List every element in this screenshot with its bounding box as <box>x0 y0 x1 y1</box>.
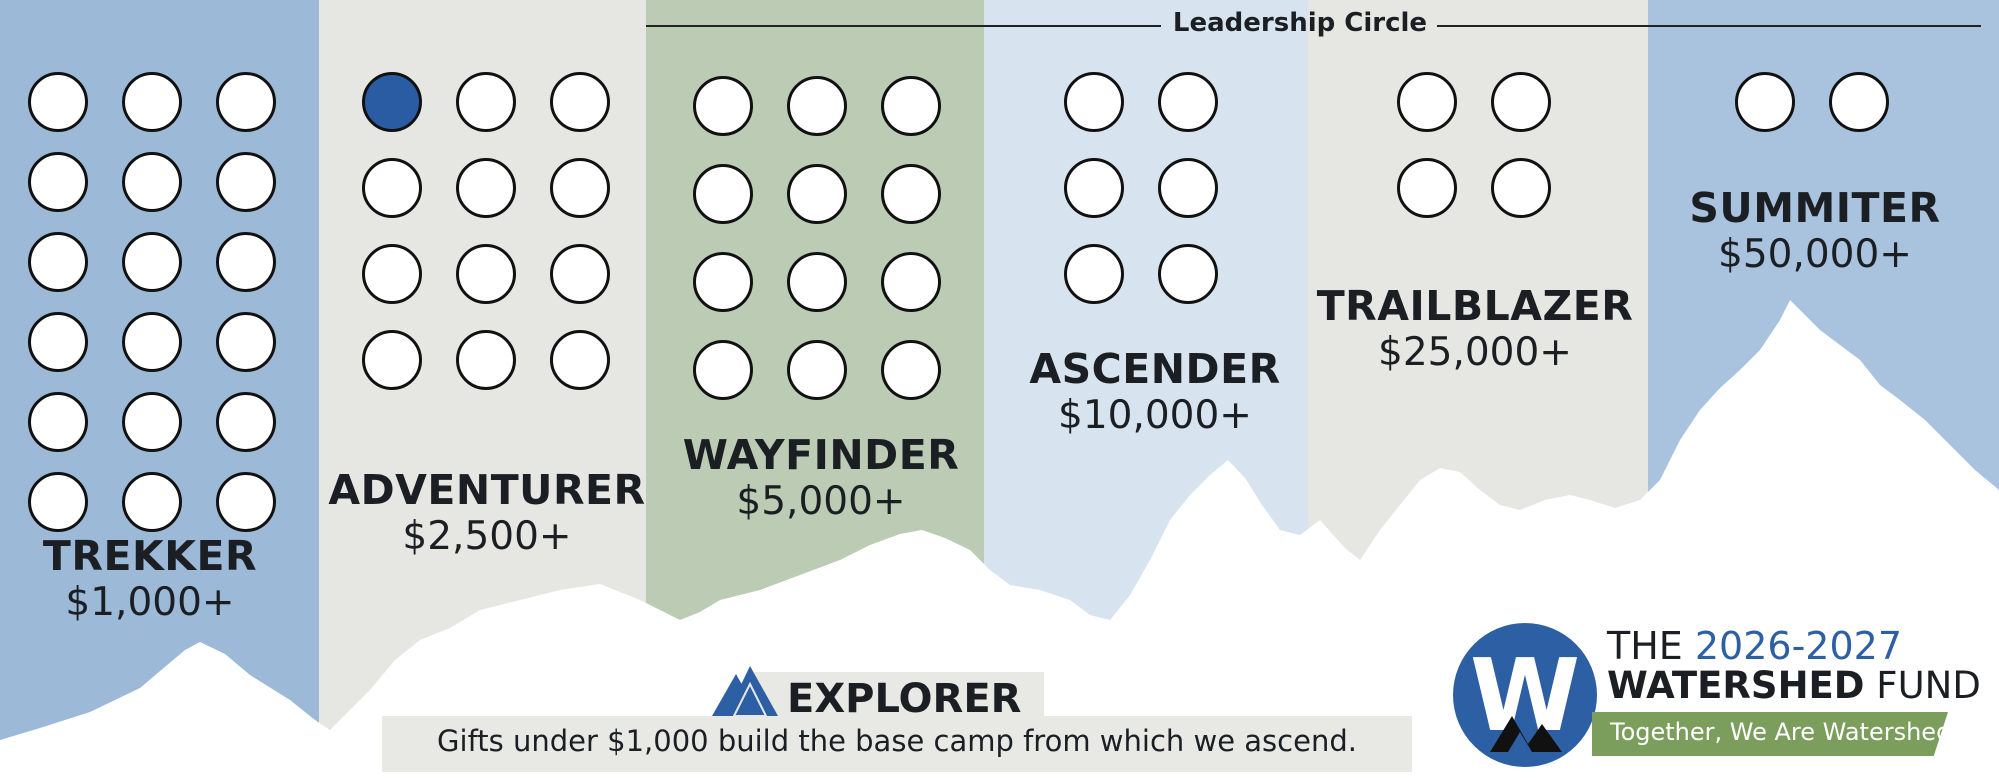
tier-name: TREKKER <box>42 532 258 580</box>
donor-spot-filled <box>362 72 422 132</box>
donor-spot <box>456 244 516 304</box>
tier-amount: $5,000+ <box>736 479 906 524</box>
watershed-logo-icon: W <box>1453 623 1597 767</box>
leadership-divider-left <box>646 25 1161 27</box>
fund-title-line1: THE 2026-2027 <box>1607 624 1902 668</box>
donor-spot <box>1158 244 1218 304</box>
donor-spot <box>28 72 88 132</box>
fund-watershed: WATERSHED <box>1607 664 1865 707</box>
tier-name: ADVENTURER <box>328 466 646 514</box>
fund-prefix: THE <box>1607 624 1695 668</box>
donor-spot <box>362 244 422 304</box>
donor-spot <box>216 312 276 372</box>
donor-spot <box>28 392 88 452</box>
donor-spot <box>216 152 276 212</box>
tier-trekker: TREKKER $1,000+ <box>0 532 315 626</box>
tier-name: ASCENDER <box>1029 345 1281 393</box>
tier-amount: $25,000+ <box>1378 330 1572 375</box>
donor-spot <box>362 158 422 218</box>
tier-summiter: SUMMITER $50,000+ <box>1650 184 1980 278</box>
donor-spot <box>1397 72 1457 132</box>
tagline: Together, We Are Watershed <box>1610 718 1952 746</box>
donor-spot <box>122 232 182 292</box>
donor-spot <box>216 72 276 132</box>
donor-spot <box>787 340 847 400</box>
tier-name: TRAILBLAZER <box>1316 282 1634 330</box>
donor-spot <box>122 72 182 132</box>
donor-spot <box>693 76 753 136</box>
fund-word: FUND <box>1864 664 1981 707</box>
tier-amount: $1,000+ <box>65 580 235 625</box>
donor-spot <box>122 392 182 452</box>
tier-wayfinder: WAYFINDER $5,000+ <box>656 431 986 525</box>
tier-amount: $50,000+ <box>1718 232 1912 277</box>
donor-spot <box>1158 72 1218 132</box>
tier-trailblazer: TRAILBLAZER $25,000+ <box>1310 282 1640 376</box>
donor-spot <box>28 232 88 292</box>
donor-spot <box>787 164 847 224</box>
donor-spot <box>456 330 516 390</box>
donor-spot <box>550 330 610 390</box>
donor-spot <box>28 312 88 372</box>
fund-title-line2: WATERSHED FUND <box>1607 664 1981 707</box>
donor-spot <box>362 330 422 390</box>
tagline-box <box>1592 712 1948 756</box>
donor-spot <box>1158 158 1218 218</box>
donor-spot <box>881 164 941 224</box>
donor-spot <box>216 232 276 292</box>
explorer-title: EXPLORER <box>787 676 1022 722</box>
donor-spot <box>216 392 276 452</box>
tier-amount: $10,000+ <box>1058 393 1252 438</box>
donor-spot <box>1735 72 1795 132</box>
donor-spot <box>550 72 610 132</box>
leadership-circle-label: Leadership Circle <box>1172 8 1428 38</box>
donor-spot <box>693 340 753 400</box>
donor-spot <box>1491 158 1551 218</box>
donor-spot <box>693 252 753 312</box>
tier-name: WAYFINDER <box>682 431 960 479</box>
tier-ascender: ASCENDER $10,000+ <box>990 345 1320 439</box>
donor-spot <box>550 158 610 218</box>
tier-adventurer: ADVENTURER $2,500+ <box>322 466 652 560</box>
donor-spot <box>122 472 182 532</box>
tier-name: SUMMITER <box>1689 184 1941 232</box>
tier-amount: $2,500+ <box>402 514 572 559</box>
donor-spot <box>787 76 847 136</box>
donor-spot <box>1829 72 1889 132</box>
donor-spot <box>1397 158 1457 218</box>
donor-spot <box>881 340 941 400</box>
donor-spot <box>881 252 941 312</box>
donor-spot <box>787 252 847 312</box>
donor-spot <box>122 312 182 372</box>
donor-spot <box>1064 158 1124 218</box>
donor-spot <box>28 472 88 532</box>
donor-spot <box>122 152 182 212</box>
donor-spot <box>28 152 88 212</box>
fund-years: 2026-2027 <box>1694 624 1903 668</box>
donor-spot <box>693 164 753 224</box>
explorer-note: Gifts under $1,000 build the base camp f… <box>437 724 1357 758</box>
mountain-icon <box>712 666 778 716</box>
donor-spot <box>881 76 941 136</box>
donor-spot <box>1064 244 1124 304</box>
donor-spot <box>456 158 516 218</box>
donor-spot <box>456 72 516 132</box>
donor-spot <box>216 472 276 532</box>
donor-spot <box>550 244 610 304</box>
donor-spot <box>1064 72 1124 132</box>
logo-letter: W <box>1470 637 1580 754</box>
explorer-note-box <box>382 716 1412 772</box>
donor-spot <box>1491 72 1551 132</box>
leadership-divider-right <box>1437 25 1981 27</box>
